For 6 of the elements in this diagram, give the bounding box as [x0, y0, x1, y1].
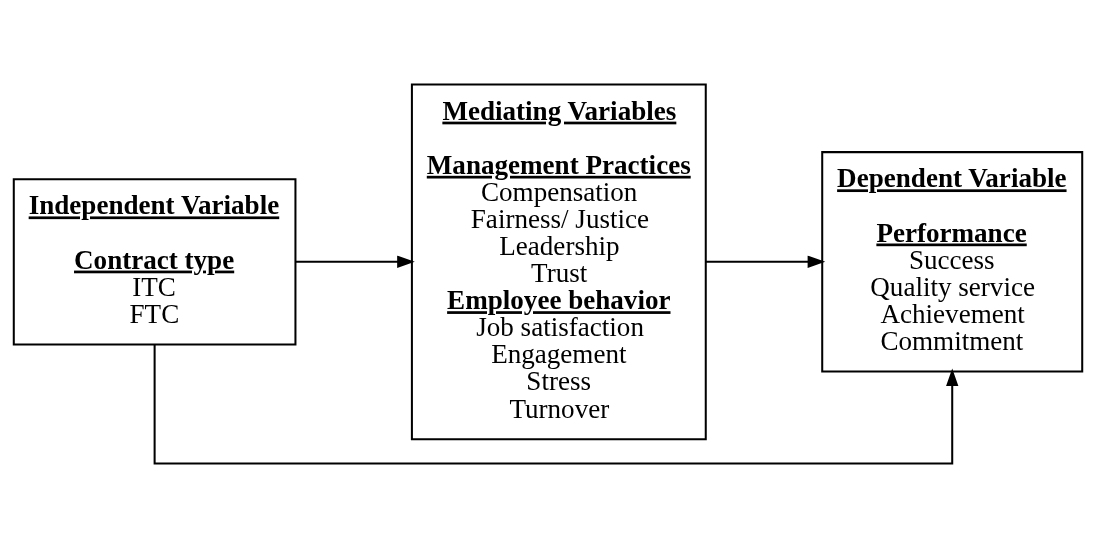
arrow — [153, 344, 959, 465]
node-box: Independent Variable Contract type ITC FTC — [12, 178, 297, 346]
node-box: Dependent Variable Performance Success Quality service Achievement Commitment — [821, 151, 1084, 373]
arrow — [705, 255, 826, 268]
arrow — [296, 255, 415, 268]
node-box: Mediating Variables Management Practices Compensation Fairness/ Justice Leadership Trust Employee behavior Job satisfaction Engagement Stress Turnover — [410, 83, 707, 441]
